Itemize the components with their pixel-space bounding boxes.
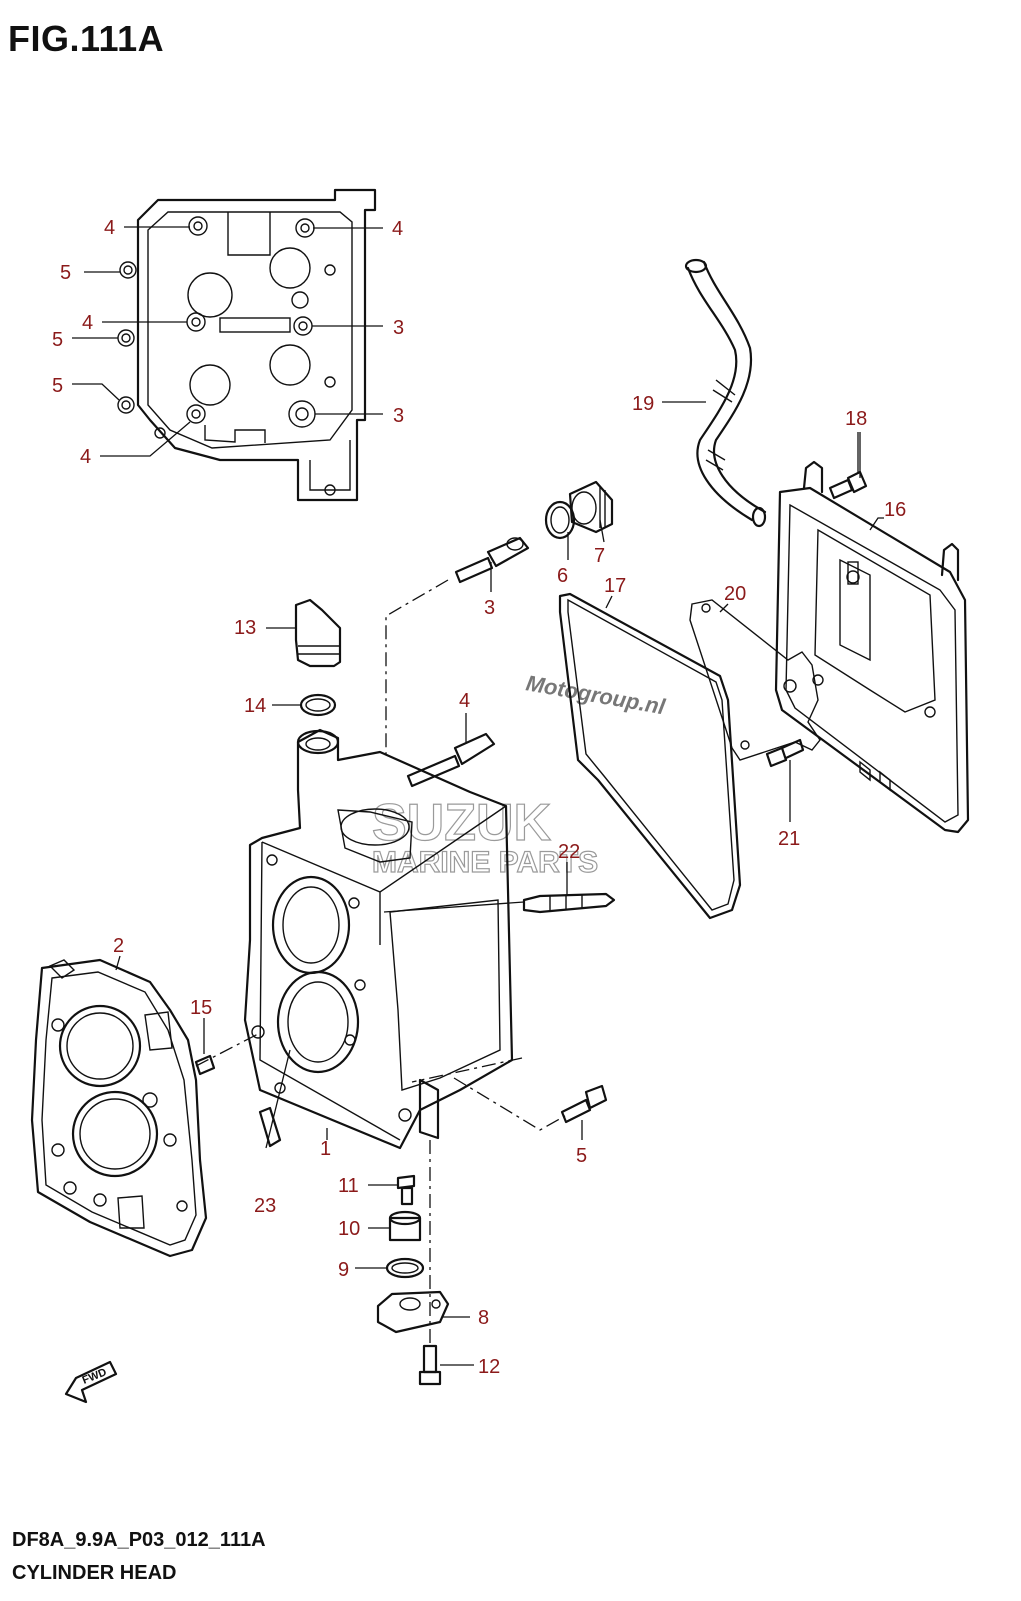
part-12-bolt [418, 1344, 442, 1386]
part-5-bolt [560, 1084, 608, 1124]
part-8-bracket [376, 1290, 450, 1334]
callout-1: 1 [320, 1138, 331, 1160]
callout-4: 4 [82, 312, 93, 334]
callout-5: 5 [576, 1145, 587, 1167]
part-11-bolt [396, 1174, 416, 1206]
part-22-spark-plug [522, 892, 616, 914]
part-13-oil-cap [294, 598, 342, 668]
callout-4: 4 [104, 217, 115, 239]
callout-4: 4 [80, 446, 91, 468]
assembly-lines [195, 579, 566, 1346]
callout-13: 13 [234, 617, 256, 639]
watermark: SUZUK MARINE PARTS Motogroup.nl [371, 670, 668, 879]
inset-callouts: 4 4 5 4 3 5 5 3 4 [52, 217, 404, 468]
main-leaders [115, 401, 884, 1366]
callout-5: 5 [52, 329, 63, 351]
callout-14: 14 [244, 695, 266, 717]
part-21-bolt [765, 738, 805, 822]
watermark-sub: MARINE PARTS [372, 846, 598, 879]
callout-22: 22 [558, 841, 580, 863]
part-2-head-gasket [30, 958, 208, 1258]
callout-6: 6 [557, 565, 568, 587]
inset-leaders [72, 226, 383, 457]
part-19-hose [684, 258, 767, 528]
callout-8: 8 [478, 1307, 489, 1329]
callout-3: 3 [393, 405, 404, 427]
callout-23: 23 [254, 1195, 276, 1217]
part-1-cylinder-head [243, 728, 514, 1150]
main-callouts: 19 18 16 6 7 17 20 3 13 14 4 21 22 2 15 … [113, 393, 906, 1378]
part-9-o-ring [385, 1257, 425, 1279]
part-16-head-cover [774, 460, 970, 834]
callout-3: 3 [393, 317, 404, 339]
callout-2: 2 [113, 935, 124, 957]
figure-title: FIG.111A [8, 18, 165, 59]
part-3-bolt [454, 536, 530, 584]
watermark-site: Motogroup.nl [524, 670, 668, 719]
watermark-brand: SUZUK [372, 794, 552, 852]
callout-7: 7 [594, 545, 605, 567]
callout-3: 3 [484, 597, 495, 619]
callout-21: 21 [778, 828, 800, 850]
part-4-bolt [406, 732, 496, 788]
part-23-pin [258, 1106, 282, 1148]
callout-12: 12 [478, 1356, 500, 1378]
part-6-7-seal-plug [544, 480, 614, 540]
callout-18: 18 [845, 408, 867, 430]
callout-10: 10 [338, 1218, 360, 1240]
figure-name: CYLINDER HEAD [12, 1562, 177, 1584]
callout-11: 11 [338, 1175, 359, 1197]
callout-19: 19 [632, 393, 654, 415]
part-20-plate [689, 599, 821, 761]
figure-code: DF8A_9.9A_P03_012_111A [12, 1529, 266, 1551]
callout-16: 16 [884, 499, 906, 521]
fwd-arrow-icon: FWD [64, 1360, 118, 1404]
cylinder-head-rear-view [117, 188, 377, 502]
part-15-dowel-pin [194, 1054, 216, 1076]
callout-5: 5 [60, 262, 71, 284]
callout-5: 5 [52, 375, 63, 397]
callout-9: 9 [338, 1259, 349, 1281]
part-17-gasket [558, 592, 742, 920]
callout-20: 20 [724, 583, 746, 605]
callout-17: 17 [604, 575, 626, 597]
callout-4: 4 [459, 690, 470, 712]
part-18-bolt [828, 432, 868, 500]
callout-4: 4 [392, 218, 403, 240]
part-14-o-ring [299, 693, 337, 717]
part-10-collar [388, 1210, 422, 1242]
callout-15: 15 [190, 997, 212, 1019]
